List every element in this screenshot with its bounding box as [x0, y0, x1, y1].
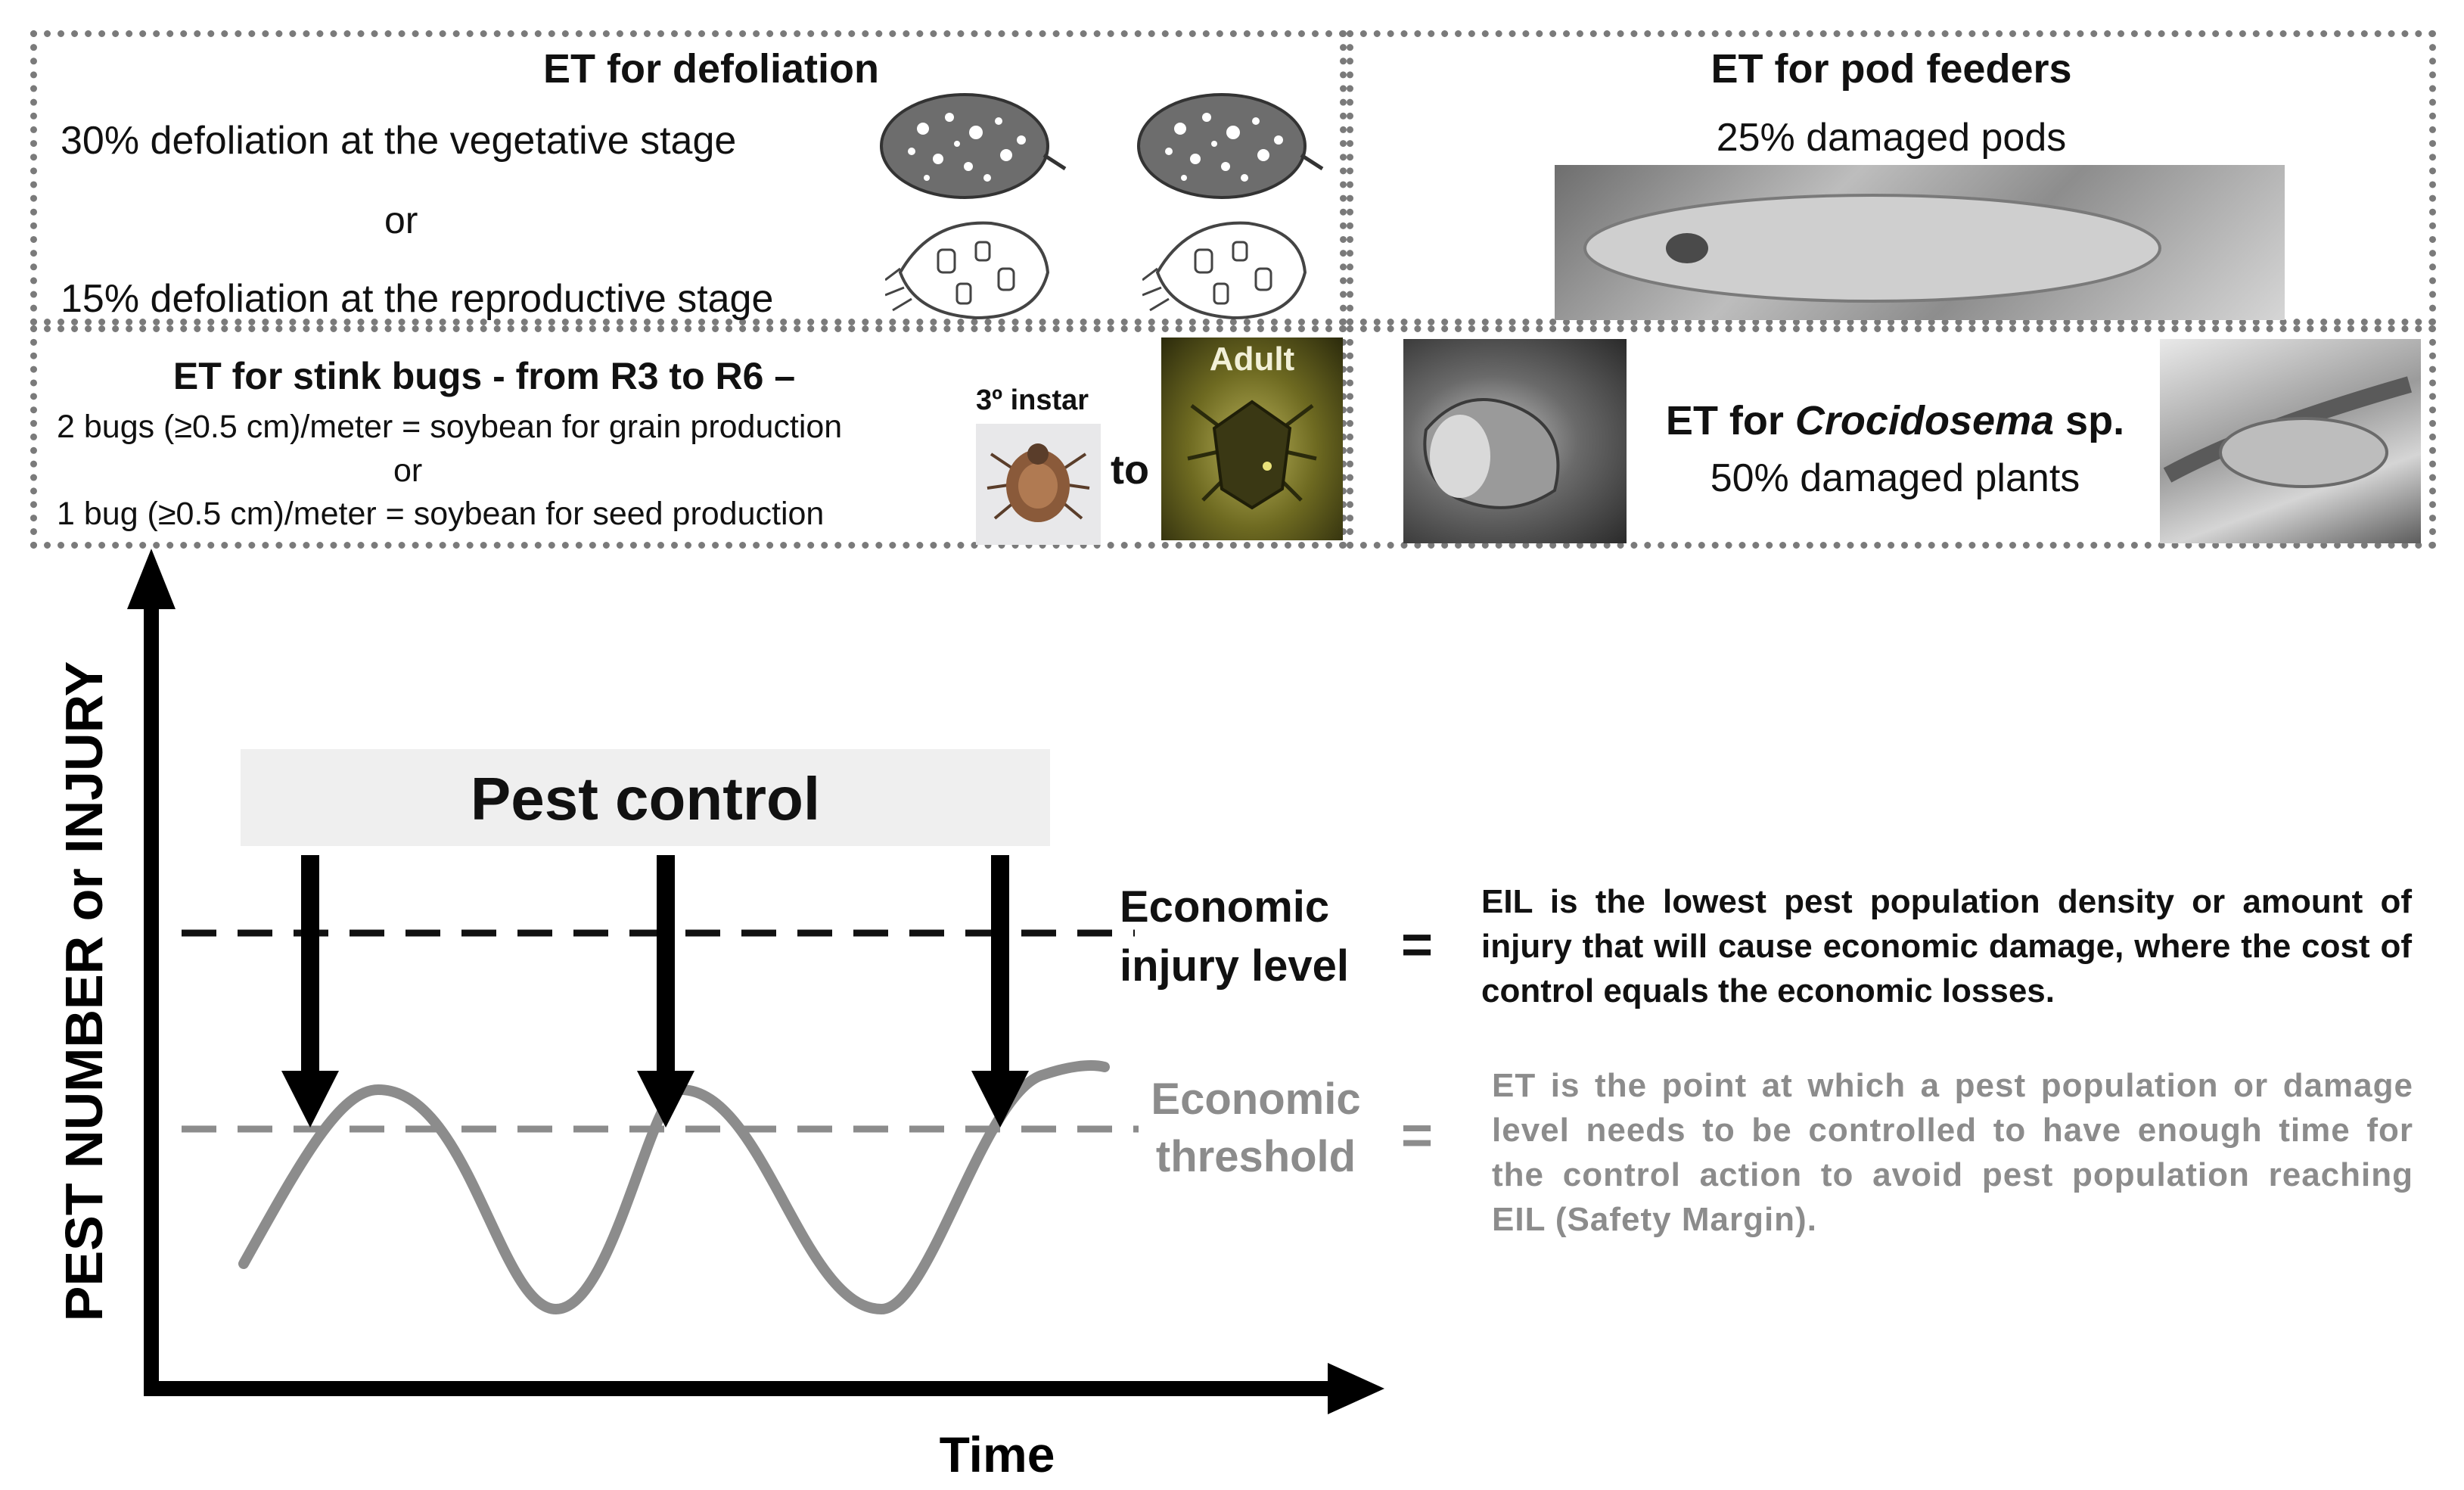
- defoliation-vegetative-text: 30% defoliation at the vegetative stage: [61, 119, 737, 163]
- control-arrow-2-head: [637, 1071, 694, 1128]
- et-label: Economic threshold: [1127, 1071, 1384, 1186]
- eil-definition: EIL is the lowest pest population densit…: [1481, 883, 2412, 1009]
- x-axis-label: Time: [940, 1426, 1055, 1482]
- pod-feeders-damaged-text: 25% damaged pods: [1716, 116, 2067, 160]
- crocidosema-panel: [1347, 325, 2436, 549]
- stink-bugs-panel: [30, 325, 1347, 549]
- et-label-line2: threshold: [1155, 1132, 1356, 1181]
- instar-label: 3º instar: [976, 384, 1089, 416]
- eil-label: Economic injury level: [1120, 878, 1349, 996]
- control-arrow-3-head: [971, 1071, 1029, 1128]
- pest-control-label: Pest control: [470, 765, 821, 832]
- leaf-reproductive-icon: [885, 221, 1050, 320]
- eil-label-line1: Economic: [1120, 882, 1330, 932]
- third-instar-bug-photo: [976, 424, 1101, 545]
- crocidosema-damage-photo: [1403, 339, 1627, 543]
- et-equals-sign: =: [1401, 1106, 1434, 1166]
- stink-bugs-title: ET for stink bugs - from R3 to R6 –: [172, 355, 796, 397]
- pod-feeders-title: ET for pod feeders: [1711, 46, 2072, 92]
- pest-control-box: [241, 749, 1050, 846]
- crocidosema-title-suffix: sp.: [2054, 398, 2125, 443]
- defoliation-reproductive-text: 15% defoliation at the reproductive stag…: [61, 277, 774, 321]
- crocidosema-title-genus: Crocidosema: [1794, 398, 2055, 443]
- leaf-vegetative-icon-2: [1137, 93, 1324, 199]
- crocidosema-damaged-text: 50% damaged plants: [1710, 456, 2080, 500]
- leaf-vegetative-icon: [880, 93, 1067, 199]
- to-label: to: [1111, 447, 1149, 493]
- eil-label-line2: injury level: [1120, 941, 1350, 991]
- crocidosema-title-prefix: ET for: [1665, 398, 1795, 443]
- leaf-reproductive-icon-2: [1142, 221, 1307, 320]
- defoliation-title: ET for defoliation: [543, 46, 879, 92]
- defoliation-panel: [30, 30, 1347, 325]
- adult-bug-photo: [1161, 338, 1343, 540]
- defoliation-or-text: or: [384, 199, 418, 241]
- stink-bugs-or-text: or: [393, 453, 423, 489]
- stink-bugs-seed-text: 1 bug (≥0.5 cm)/meter = soybean for seed…: [57, 496, 825, 532]
- y-axis-label: PEST NUMBER or INJURY: [54, 661, 113, 1322]
- crocidosema-title: ET for Crocidosema sp.: [1627, 397, 2164, 444]
- pod-feeders-panel: [1347, 30, 2436, 325]
- stink-bugs-grain-text: 2 bugs (≥0.5 cm)/meter = soybean for gra…: [57, 409, 843, 445]
- eil-equals-sign: =: [1401, 915, 1434, 975]
- y-axis-arrowhead: [127, 549, 176, 609]
- et-label-line1: Economic: [1151, 1075, 1361, 1124]
- et-definition: ET is the point at which a pest populati…: [1492, 1067, 2413, 1238]
- x-axis-arrowhead: [1328, 1363, 1384, 1414]
- adult-label: Adult: [1209, 341, 1295, 378]
- damaged-pod-photo: [1555, 165, 2285, 320]
- crocidosema-plant-photo: [2160, 339, 2421, 543]
- control-arrow-1-head: [281, 1071, 339, 1128]
